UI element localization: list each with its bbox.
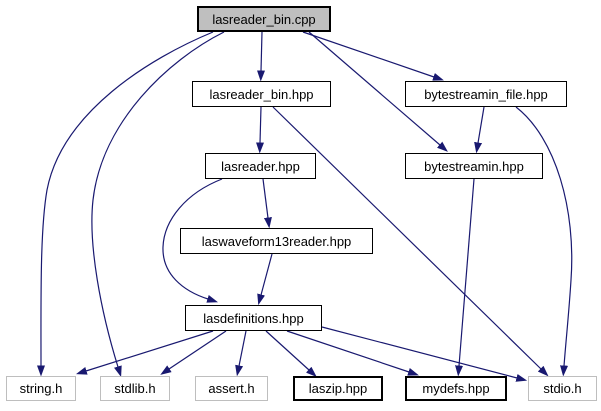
edge-lasreader-bin-hpp-to-lasreader-hpp xyxy=(256,106,265,154)
edge-bytestreamin-file-hpp-to-bytestreamin-hpp xyxy=(474,106,485,154)
node-laswaveform13reader-hpp[interactable]: laswaveform13reader.hpp xyxy=(180,228,373,254)
node-laszip-hpp[interactable]: laszip.hpp xyxy=(293,376,383,401)
node-lasreader-bin-hpp[interactable]: lasreader_bin.hpp xyxy=(192,81,331,107)
edge-lasreader-bin-cpp-to-bytestreamin-file-hpp xyxy=(302,31,444,81)
edge-lasreader-hpp-to-lasdefinitions-hpp xyxy=(162,178,223,303)
node-bytestreamin-file-hpp[interactable]: bytestreamin_file.hpp xyxy=(405,81,567,107)
edge-lasdefinitions-hpp-to-assert-h xyxy=(235,330,247,377)
node-assert-h: assert.h xyxy=(195,376,268,401)
node-bytestreamin-hpp[interactable]: bytestreamin.hpp xyxy=(405,153,543,179)
edge-lasdefinitions-hpp-to-stdio-h xyxy=(321,326,528,382)
edge-lasreader-bin-hpp-to-stdio-h xyxy=(272,106,549,377)
edge-lasdefinitions-hpp-to-mydefs-hpp xyxy=(286,330,419,376)
node-stdlib-h: stdlib.h xyxy=(100,376,170,401)
edge-lasreader-bin-cpp-to-string-h xyxy=(36,31,214,377)
edge-lasreader-hpp-to-laswaveform13reader-hpp xyxy=(262,178,272,229)
edge-lasreader-bin-cpp-to-bytestreamin-hpp xyxy=(308,31,448,152)
node-string-h: string.h xyxy=(6,376,76,401)
edge-lasdefinitions-hpp-to-laszip-hpp xyxy=(265,330,317,378)
edge-lasdefinitions-hpp-to-stdlib-h xyxy=(160,330,227,375)
edge-lasdefinitions-hpp-to-string-h xyxy=(75,330,214,375)
node-stdio-h: stdio.h xyxy=(528,376,597,401)
edge-lasreader-bin-cpp-to-lasreader-bin-hpp xyxy=(257,31,266,82)
node-lasreader-bin-cpp: lasreader_bin.cpp xyxy=(197,6,331,32)
edge-bytestreamin-hpp-to-mydefs-hpp xyxy=(455,178,475,377)
edge-bytestreamin-file-hpp-to-stdio-h xyxy=(515,106,573,377)
edge-laswaveform13reader-hpp-to-lasdefinitions-hpp xyxy=(257,253,273,306)
edge-lasreader-bin-cpp-to-stdlib-h xyxy=(91,31,225,378)
node-mydefs-hpp[interactable]: mydefs.hpp xyxy=(405,376,507,401)
node-lasdefinitions-hpp[interactable]: lasdefinitions.hpp xyxy=(185,305,322,331)
node-lasreader-hpp[interactable]: lasreader.hpp xyxy=(205,153,316,179)
